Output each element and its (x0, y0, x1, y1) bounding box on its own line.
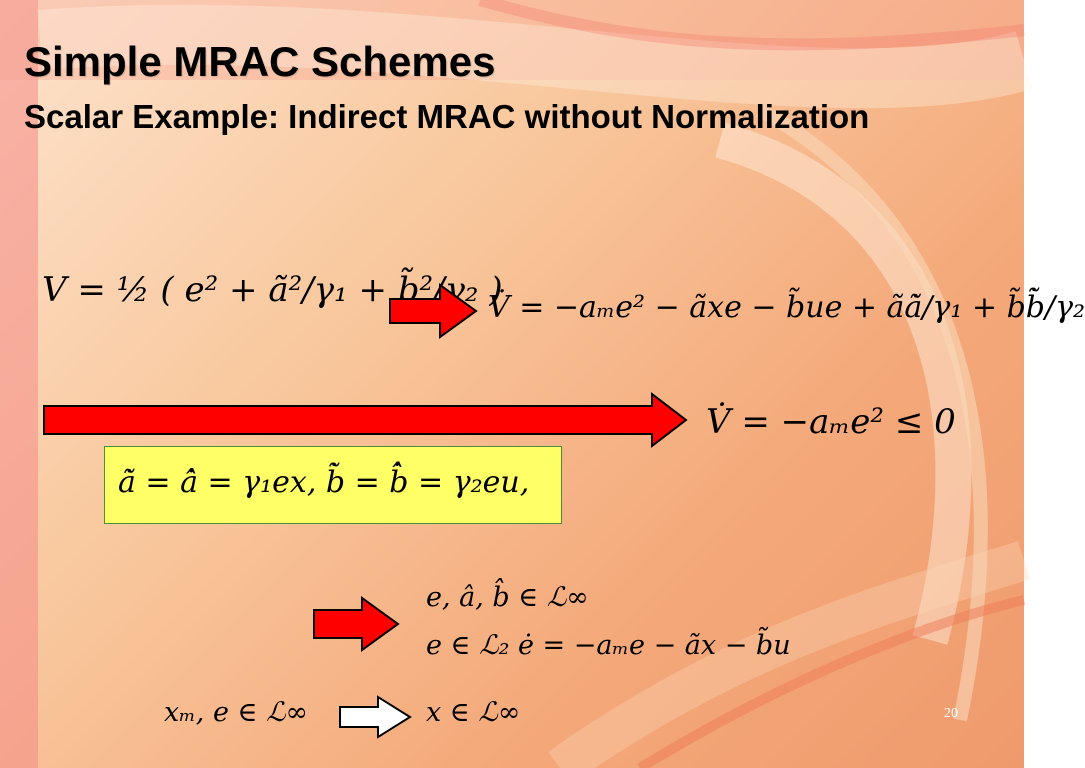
swoosh-top-right (478, 0, 1025, 51)
derivative-result: V̇ = −aₘe² ≤ 0 (706, 402, 956, 442)
right-arrow-icon (313, 596, 400, 652)
right-arrow-icon (389, 283, 478, 339)
swoosh-bottom-red (637, 595, 1026, 768)
lyapunov-derivative: V̇ = −aₘe² − ãxe − b̃ue + ãã̇/γ₁ + b̃b̃̇… (488, 290, 1085, 325)
swoosh-light (37, 4, 1033, 109)
reference-bounded: xₘ, e ∈ ℒ∞ (164, 697, 309, 728)
hollow-right-arrow-icon (339, 695, 412, 739)
bounded-signals: e, â, b̂ ∈ ℒ∞ (426, 582, 589, 613)
page-number: 20 (944, 706, 958, 721)
swoosh-right (715, 122, 972, 645)
adaptive-laws: ã̇ = â̇ = γ₁ex, b̃̇ = b̂̇ = γ₂eu, (118, 465, 530, 500)
top-band (0, 0, 1024, 80)
background-art (0, 0, 1033, 768)
slide-title: Simple MRAC Schemes (24, 38, 496, 85)
swoosh-bottom (548, 540, 1031, 768)
state-bounded: x ∈ ℒ∞ (426, 697, 521, 728)
right-arrow-icon (43, 391, 688, 449)
left-edge-stripe (0, 0, 38, 768)
adaptive-law-box (104, 446, 562, 524)
slide-subtitle: Scalar Example: Indirect MRAC without No… (24, 98, 870, 135)
l2-error-dynamics: e ∈ ℒ₂ ė = −aₘe − ãx − b̃u (426, 630, 791, 661)
